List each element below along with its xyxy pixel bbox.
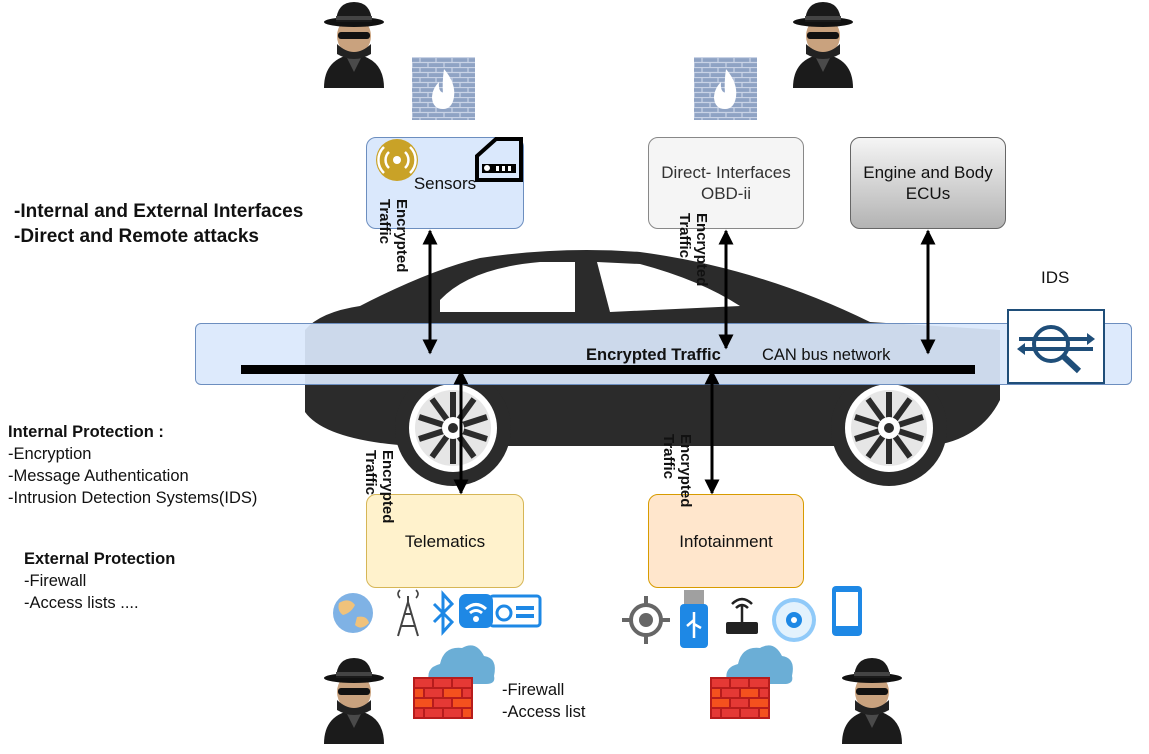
engine-label: Engine and Body xyxy=(863,163,993,182)
infotainment-icons-row xyxy=(622,586,862,648)
bus-encrypted-traffic-label: Encrypted Traffic xyxy=(586,346,721,364)
bluetooth-icon xyxy=(432,590,455,636)
globe-icon xyxy=(333,593,373,633)
external-protection-notes: External Protection -Firewall -Access li… xyxy=(24,548,175,614)
obd-label: OBD-ii xyxy=(700,184,752,203)
remote-protection-notes: -Firewall -Access list xyxy=(502,679,585,723)
cell-tower-icon xyxy=(397,589,419,637)
headline: -Internal and External Interfaces -Direc… xyxy=(14,199,303,249)
telematics-icons-row xyxy=(333,589,542,637)
telematics-box[interactable]: Telematics xyxy=(366,494,524,588)
internal-protection-item: -Message Authentication xyxy=(8,467,189,485)
key-card-icon xyxy=(475,137,523,182)
external-protection-title: External Protection xyxy=(24,550,176,568)
internal-protection-notes: Internal Protection : -Encryption -Messa… xyxy=(8,421,257,509)
infotainment-label: Infotainment xyxy=(679,531,773,551)
firewall-fire-icon xyxy=(694,57,757,120)
internal-protection-item: -Encryption xyxy=(8,445,92,463)
can-bus-line xyxy=(241,365,975,374)
can-bus-band xyxy=(195,323,1132,385)
direct-interfaces-box[interactable]: Direct- Interfaces OBD-ii xyxy=(648,137,804,229)
internal-protection-title: Internal Protection : xyxy=(8,423,164,441)
external-protection-item: -Firewall xyxy=(24,572,87,590)
external-protection-item: -Access lists .... xyxy=(24,594,139,612)
infotainment-box[interactable]: Infotainment xyxy=(648,494,804,588)
ecus-label: ECUs xyxy=(905,184,951,203)
can-bus-network-label: CAN bus network xyxy=(762,346,891,364)
headline-line2: -Direct and Remote attacks xyxy=(14,226,259,247)
cd-icon xyxy=(772,598,816,642)
headline-line1: -Internal and External Interfaces xyxy=(14,201,304,222)
remote-firewall-label: -Firewall xyxy=(502,681,565,699)
router-icon xyxy=(726,597,758,634)
gps-icon xyxy=(622,596,670,644)
radio-icon xyxy=(488,594,542,628)
engine-body-ecus-box[interactable]: Engine and Body ECUs xyxy=(850,137,1006,229)
sensors-label: Sensors xyxy=(413,173,477,193)
wifi-icon xyxy=(459,594,493,628)
ids-label: IDS xyxy=(1041,268,1070,287)
direct-interfaces-label: Direct- Interfaces xyxy=(661,163,791,182)
usb-icon xyxy=(680,590,708,648)
telematics-label: Telematics xyxy=(404,531,486,551)
ids-icon xyxy=(1007,309,1105,384)
remote-access-list-label: -Access list xyxy=(502,703,586,721)
firewall-fire-icon xyxy=(412,57,475,120)
radar-sensor-icon xyxy=(376,139,418,181)
smartphone-icon xyxy=(832,586,862,636)
internal-protection-item: -Intrusion Detection Systems(IDS) xyxy=(8,489,258,507)
